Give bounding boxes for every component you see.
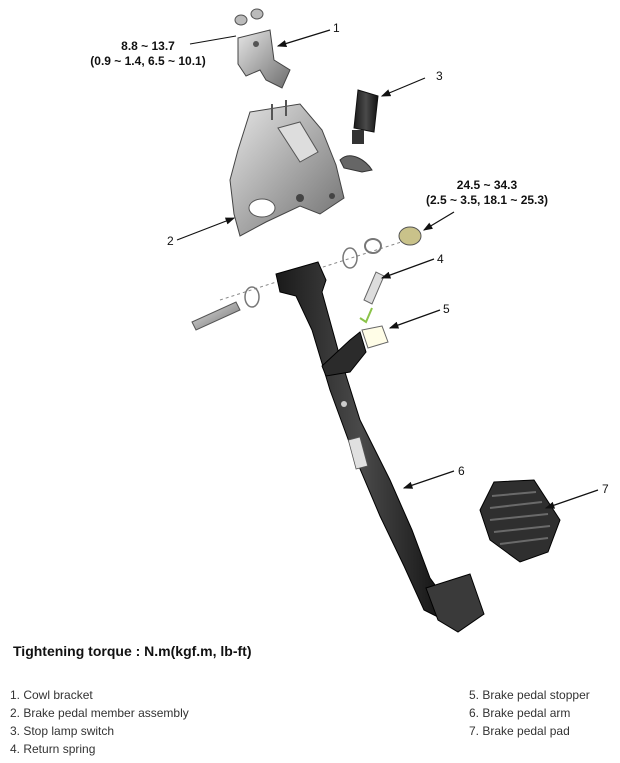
torque-pivot-nut-line1: 24.5 ~ 34.3 [457, 178, 518, 192]
torque-cowl-bracket-line1: 8.8 ~ 13.7 [121, 39, 175, 53]
legend-item: 1. Cowl bracket [10, 688, 93, 702]
torque-pivot-nut-line2: (2.5 ~ 3.5, 18.1 ~ 25.3) [426, 193, 548, 207]
legend-item: 4. Return spring [10, 742, 96, 756]
tightening-torque-label: Tightening torque : N.m(kgf.m, lb-ft) [13, 643, 252, 659]
callout-7: 7 [602, 482, 609, 496]
brake-pedal-exploded-diagram: 1 2 3 4 5 6 7 8.8 ~ 13.7 (0.9 ~ 1.4, 6.5… [90, 8, 609, 633]
legend-item: 3. Stop lamp switch [10, 724, 115, 738]
leader-lines [176, 29, 599, 509]
legend-item: 5. Brake pedal stopper [469, 688, 590, 702]
brake-pedal-pad-part [479, 479, 561, 563]
callout-1: 1 [333, 21, 340, 35]
legend-item: 7. Brake pedal pad [469, 724, 570, 738]
stop-lamp-switch-part [339, 89, 379, 173]
callout-5: 5 [443, 302, 450, 316]
callout-4: 4 [437, 252, 444, 266]
legend-right: 5. Brake pedal stopper 6. Brake pedal ar… [469, 686, 590, 740]
legend-item: 2. Brake pedal member assembly [10, 706, 189, 720]
legend-left: 1. Cowl bracket 2. Brake pedal member as… [10, 686, 189, 758]
cowl-bracket-part [237, 29, 291, 89]
callout-3: 3 [436, 69, 443, 83]
legend-item: 6. Brake pedal arm [469, 706, 571, 720]
torque-cowl-bracket-line2: (0.9 ~ 1.4, 6.5 ~ 10.1) [90, 54, 205, 68]
brake-pedal-arm-part [275, 261, 485, 633]
callout-6: 6 [458, 464, 465, 478]
cowl-bracket-nuts [234, 8, 264, 26]
brake-pedal-member-part [229, 100, 345, 237]
brake-pedal-stopper-part [361, 325, 389, 349]
callout-2: 2 [167, 234, 174, 248]
return-spring-part [359, 271, 385, 324]
